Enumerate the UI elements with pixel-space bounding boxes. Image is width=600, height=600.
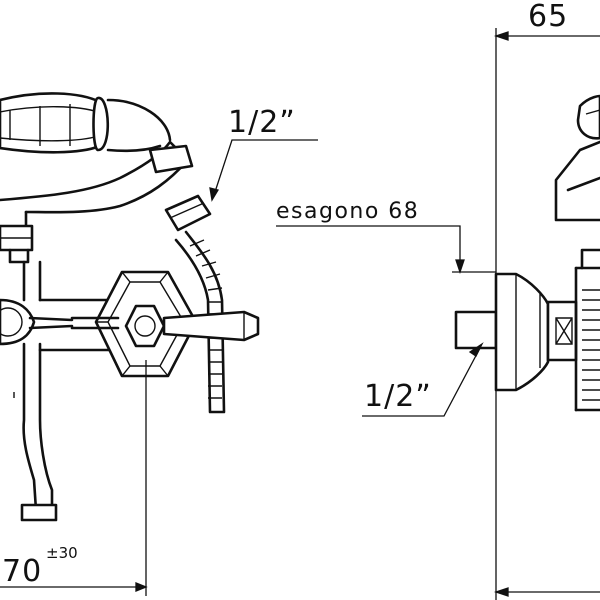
inlet-stem <box>454 310 498 350</box>
spout <box>22 342 54 512</box>
wall-escutcheon <box>494 272 550 392</box>
hand-shower <box>0 92 108 154</box>
valve-nut <box>124 304 166 348</box>
dimension-depth: 65 <box>493 0 600 600</box>
mixer-front-view <box>0 92 260 522</box>
mixer-side-view: esagono 68 <box>276 94 600 412</box>
center-distance-value: 70 <box>2 554 42 589</box>
hose-nut <box>164 194 212 232</box>
depth-value: 65 <box>528 0 568 34</box>
center-distance-tolerance: ±30 <box>46 544 78 562</box>
thread-size-lower: 1/2” <box>364 379 432 414</box>
side-view-body <box>554 140 600 222</box>
shower-hose <box>174 230 226 414</box>
dimension-center: 70 ±30 <box>0 360 148 596</box>
leader-thread-upper: 1/2” <box>209 105 318 202</box>
valve-handle-left <box>0 298 36 346</box>
leader-thread-lower: 1/2” <box>362 342 484 417</box>
hexagon-label: esagono 68 <box>276 199 419 224</box>
thread-size-upper: 1/2” <box>228 105 296 140</box>
